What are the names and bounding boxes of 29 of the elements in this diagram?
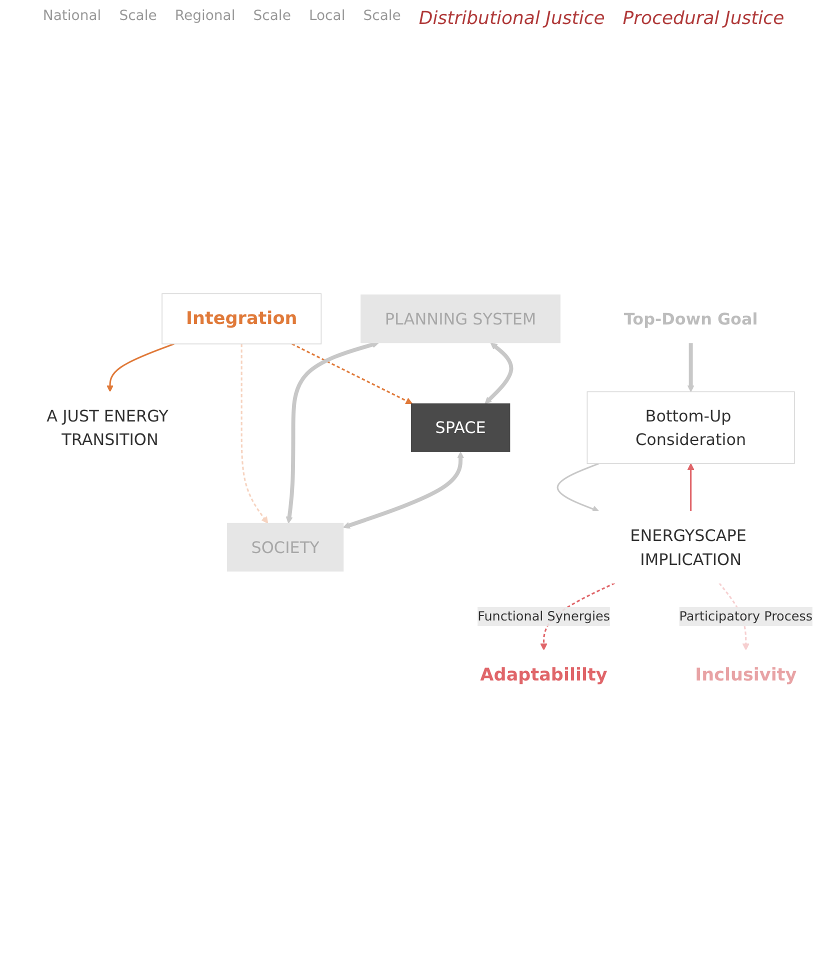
edge-label: Functional Synergies — [478, 608, 610, 624]
arrow — [687, 463, 694, 512]
arrow — [556, 462, 600, 512]
note-text: Scale — [253, 8, 291, 26]
node-text: Top-Down Goal — [624, 309, 758, 328]
arrow — [106, 343, 174, 392]
edge-label: Participatory Process — [679, 608, 813, 624]
node-text: Inclusivity — [695, 665, 797, 686]
node-text: A JUST ENERGY TRANSITION — [46, 406, 168, 450]
note-text: Regional — [174, 8, 236, 26]
arrow — [342, 452, 464, 529]
arrow — [292, 343, 413, 404]
arrow — [286, 341, 379, 524]
node-box: PLANNING SYSTEM — [360, 294, 560, 344]
note-text: Distributional Justice — [418, 8, 605, 29]
note-text: Local — [308, 8, 346, 26]
note-text: Procedural Justice — [622, 8, 784, 29]
arrow — [240, 344, 268, 524]
node-text: ENERGYSCAPE IMPLICATION — [630, 526, 746, 569]
arrow — [484, 342, 514, 404]
arrow — [687, 342, 694, 392]
note-text: Scale — [363, 8, 401, 26]
node-box: Bottom-Up Consideration — [586, 391, 795, 464]
node-text: Adaptabililty — [480, 665, 608, 686]
node-box: Integration — [162, 293, 322, 344]
node-box: SOCIETY — [226, 522, 344, 572]
node-box: SPACE — [410, 403, 510, 452]
note-text: National — [42, 8, 102, 26]
note-text: Scale — [119, 8, 157, 26]
